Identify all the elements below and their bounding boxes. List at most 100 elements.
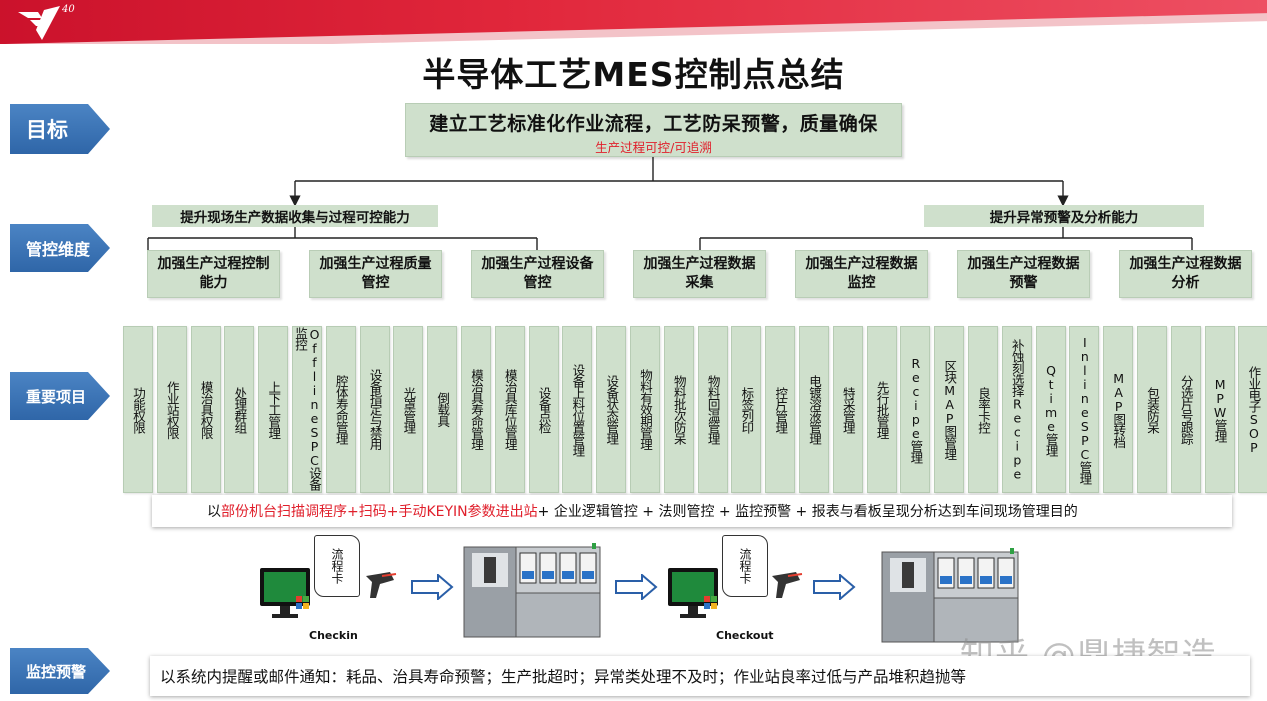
key-item-label: 上下工管理 bbox=[266, 380, 282, 439]
key-item-label: 控片管理 bbox=[773, 386, 789, 433]
key-item-label: 设备点检 bbox=[536, 386, 552, 433]
key-item-label: 模治具库位管理 bbox=[502, 369, 518, 450]
key-item: InlineSPC管理 bbox=[1069, 326, 1100, 493]
method-summary: 以部份机台扫描调程序+扫码+手动KEYIN参数进出站 + 企业逻辑管控 + 法则… bbox=[152, 495, 1232, 527]
dimension-box: 加强生产过程数据采集 bbox=[633, 250, 766, 298]
key-item-label: 模治具寿命管理 bbox=[469, 369, 484, 450]
key-item: 物料回温管理 bbox=[697, 326, 728, 493]
key-item-label: 物料回温管理 bbox=[705, 375, 721, 444]
computer-monitor-icon bbox=[260, 568, 310, 618]
key-item-label: 良率卡控 bbox=[976, 386, 991, 433]
key-item-label: 包装防呆 bbox=[1145, 386, 1160, 433]
key-item: 特采管理 bbox=[832, 326, 863, 493]
right-arrow-icon bbox=[813, 574, 856, 600]
key-item: 标签列印 bbox=[731, 326, 762, 493]
key-item: 包装防呆 bbox=[1137, 326, 1167, 493]
dimension-box: 加强生产过程控制能力 bbox=[147, 250, 280, 298]
key-item: 电镀溶液管理 bbox=[799, 326, 829, 493]
key-item-label: 处理群组 bbox=[232, 386, 248, 433]
right-arrow-icon bbox=[411, 574, 454, 600]
goal-main-text: 建立工艺标准化作业流程，工艺防呆预警，质量确保 bbox=[429, 113, 878, 135]
key-item-label: 模治具权限 bbox=[198, 380, 214, 439]
key-item-label: 倒载具 bbox=[435, 392, 451, 427]
key-item: 设备上料位置管理 bbox=[562, 326, 593, 493]
tag-key-items: 重要项目 bbox=[10, 372, 110, 420]
key-item-label: 补蚀刻选择Recipe bbox=[1009, 338, 1025, 481]
goal-box: 建立工艺标准化作业流程，工艺防呆预警，质量确保 生产过程可控/可追溯 bbox=[405, 103, 902, 157]
key-item: 分选片号跟踪 bbox=[1170, 326, 1201, 493]
key-item-label: 区块MAP图管理 bbox=[942, 359, 958, 460]
key-item-label: 物料批次防呆 bbox=[671, 375, 687, 444]
process-card: 流程卡 bbox=[314, 535, 360, 597]
key-item-label: 设备上料位置管理 bbox=[570, 363, 586, 456]
logo-mark: 40 bbox=[62, 4, 75, 15]
dimension-box: 加强生产过程数据预警 bbox=[957, 250, 1090, 298]
dimension-box: 加强生产过程数据监控 bbox=[795, 250, 928, 298]
key-item-label: MPW管理 bbox=[1212, 377, 1228, 442]
process-card: 流程卡 bbox=[722, 535, 768, 597]
key-item: MAP图转档 bbox=[1103, 326, 1134, 493]
key-item-label: 标签列印 bbox=[739, 386, 755, 433]
key-item: Recipe管理 bbox=[900, 326, 931, 493]
key-item: 区块MAP图管理 bbox=[934, 326, 965, 493]
dimension-box: 加强生产过程设备管控 bbox=[471, 250, 604, 298]
key-item-label: 光罩管理 bbox=[401, 386, 417, 433]
method-suffix: + 企业逻辑管控 + 法则管控 + 监控预警 + 报表与看板呈现分析达到车间现场… bbox=[537, 504, 1078, 520]
key-item-label: 作业电子SOP bbox=[1246, 365, 1262, 454]
key-item: 作业站权限 bbox=[156, 326, 187, 493]
checkin-label: Checkin bbox=[309, 629, 358, 642]
key-item-label: 设备状态管理 bbox=[604, 375, 620, 444]
key-item-label: 电镀溶液管理 bbox=[807, 375, 822, 444]
dimension-box: 加强生产过程质量管控 bbox=[309, 250, 442, 298]
key-item: 腔体寿命管理 bbox=[325, 326, 356, 493]
key-item: 光罩管理 bbox=[393, 326, 424, 493]
key-item: MPW管理 bbox=[1204, 326, 1235, 493]
key-item: 先行批管理 bbox=[866, 326, 897, 493]
key-item-label: Recipe管理 bbox=[908, 356, 924, 463]
tag-dimension: 管控维度 bbox=[10, 224, 110, 272]
key-item: 上下工管理 bbox=[258, 326, 289, 493]
key-item: 控片管理 bbox=[765, 326, 796, 493]
key-item: 物料批次防呆 bbox=[663, 326, 694, 493]
key-item-label: 物料有效期管理 bbox=[638, 369, 653, 450]
production-machine-icon bbox=[463, 543, 601, 638]
key-item: OfflineSPC设备监控 bbox=[292, 326, 322, 493]
key-item: 补蚀刻选择Recipe bbox=[1001, 326, 1032, 493]
key-item: 物料有效期管理 bbox=[630, 326, 660, 493]
logo-icon bbox=[18, 6, 60, 40]
key-item: 模治具权限 bbox=[190, 326, 221, 493]
alert-summary: 以系统内提醒或邮件通知：耗品、治具寿命预警；生产批超时；异常类处理不及时；作业站… bbox=[150, 656, 1250, 696]
key-item: Qtime管理 bbox=[1035, 326, 1066, 493]
key-item: 倒载具 bbox=[427, 326, 458, 493]
key-item-label: InlineSPC管理 bbox=[1077, 335, 1093, 484]
page-title: 半导体工艺MES控制点总结 bbox=[422, 55, 845, 94]
key-item: 模治具库位管理 bbox=[494, 326, 525, 493]
key-item-label: 分选片号跟踪 bbox=[1178, 375, 1194, 444]
key-item-label: MAP图转档 bbox=[1111, 371, 1127, 448]
barcode-scanner-icon bbox=[772, 572, 803, 598]
key-item: 模治具寿命管理 bbox=[461, 326, 491, 493]
barcode-scanner-icon bbox=[366, 572, 397, 598]
key-item: 处理群组 bbox=[224, 326, 255, 493]
key-item: 良率卡控 bbox=[968, 326, 998, 493]
key-item-label: 腔体寿命管理 bbox=[333, 375, 349, 444]
method-prefix: 以 bbox=[207, 504, 221, 520]
goal-sub-text: 生产过程可控/可追溯 bbox=[595, 140, 712, 155]
key-item-label: 先行批管理 bbox=[874, 380, 890, 439]
tag-goal: 目标 bbox=[10, 104, 110, 154]
capability-box: 提升现场生产数据收集与过程可控能力 bbox=[152, 205, 438, 227]
dimension-box: 加强生产过程数据分析 bbox=[1119, 250, 1252, 298]
process-card-label: 流程卡 bbox=[330, 548, 344, 584]
key-item-label: 特采管理 bbox=[840, 386, 856, 433]
right-arrow-icon bbox=[615, 574, 658, 600]
key-item-label: 功能权限 bbox=[131, 386, 146, 433]
key-item: 功能权限 bbox=[123, 326, 153, 493]
key-item-label: 设备指定与禁用 bbox=[367, 369, 383, 450]
capability-box: 提升异常预警及分析能力 bbox=[924, 205, 1204, 227]
key-item-label: 作业站权限 bbox=[164, 380, 180, 439]
key-item: 设备状态管理 bbox=[596, 326, 627, 493]
production-machine-icon bbox=[881, 548, 1019, 643]
process-card-label: 流程卡 bbox=[738, 548, 752, 584]
computer-monitor-icon bbox=[668, 568, 718, 618]
key-item-label: Qtime管理 bbox=[1043, 363, 1059, 456]
